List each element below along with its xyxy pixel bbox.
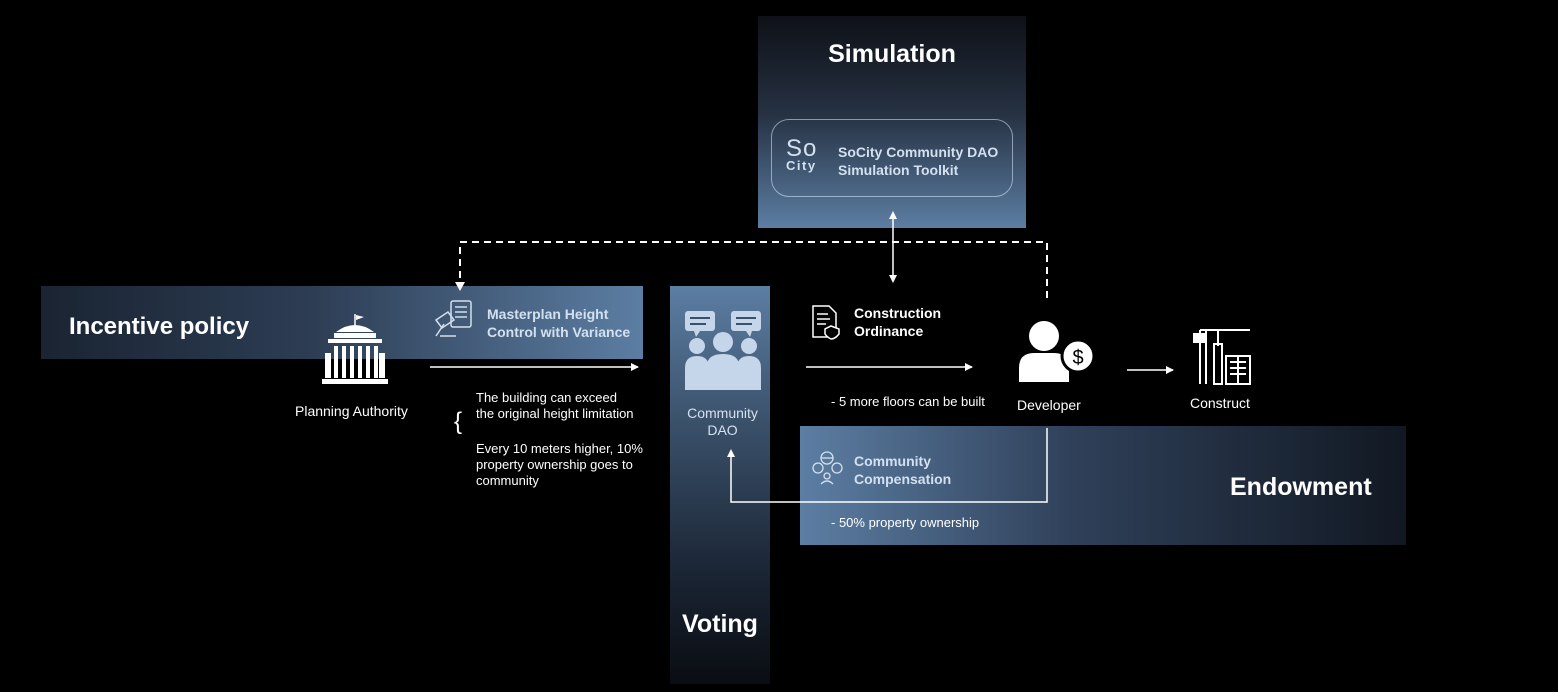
brace: { [454,408,463,435]
construction-ordinance-label: Construction Ordinance [854,305,942,339]
masterplan-label: Masterplan Height Control with Variance [487,306,631,340]
simulation-link-arrow [889,211,897,283]
endowment-panel [800,426,1406,545]
planning-authority-label: Planning Authority [295,403,408,419]
socity-logo: So City [786,135,818,173]
developer-icon: $ [1019,321,1096,382]
compensation-icon [812,451,843,485]
svg-text:$: $ [1072,347,1083,369]
incentive-policy-title: Incentive policy [69,313,250,340]
condition-exceed-height: The building can exceed the original hei… [476,390,634,421]
construct-label: Construct [1190,395,1250,411]
government-building-icon [322,314,388,384]
toolkit-title: SoCity Community DAO Simulation Toolkit [838,144,999,178]
community-dao-label: Community DAO [687,405,758,438]
ordinance-note: - 5 more floors can be built [831,394,985,409]
crane-building-icon [1193,329,1251,385]
dashed-feedback-loop [455,241,1048,298]
ordinance-document-icon [812,305,840,340]
compensation-note: - 50% property ownership [831,515,980,530]
simulation-title: Simulation [828,40,956,68]
simulation-panel [758,16,1026,228]
compensation-loop-arrow [727,428,1048,503]
endowment-title: Endowment [1230,473,1372,501]
developer-label: Developer [1017,397,1081,413]
simulation-toolkit-card[interactable] [771,119,1013,197]
gavel-document-icon [434,300,472,337]
community-people-icon [685,311,761,390]
community-compensation-label: Community Compensation [854,453,952,487]
condition-ownership-share: Every 10 meters higher, 10% property own… [476,441,643,488]
voting-title: Voting [682,610,758,638]
